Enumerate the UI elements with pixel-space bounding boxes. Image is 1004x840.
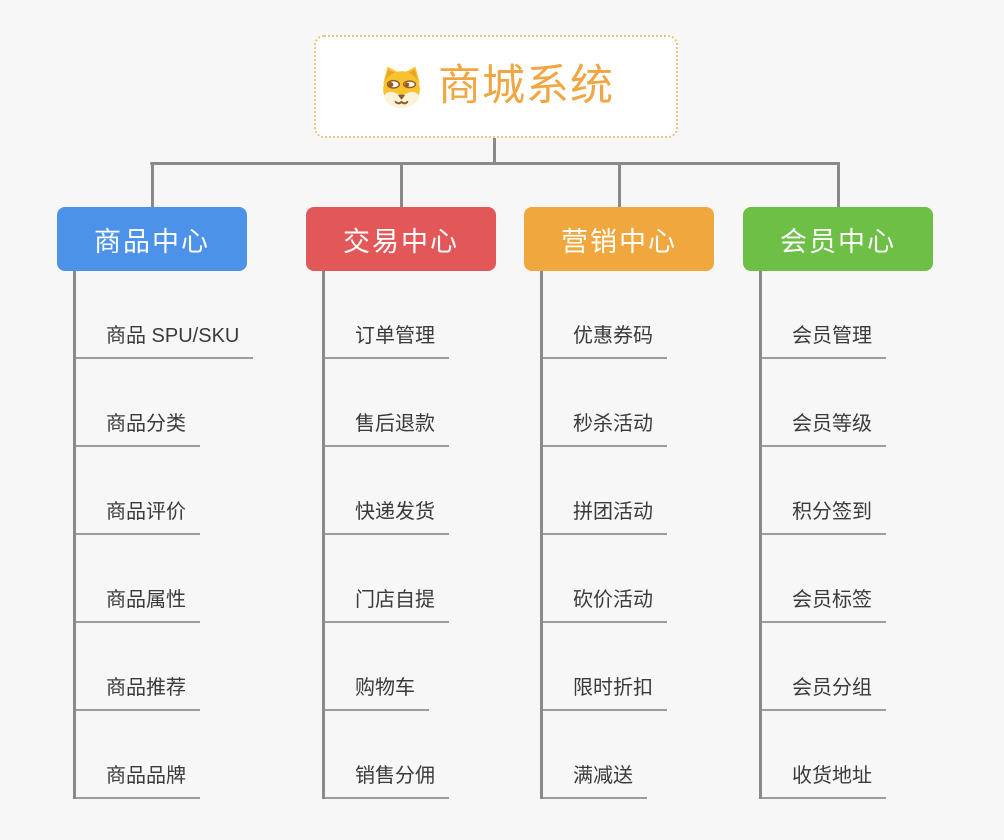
- leaf-list-trade-center: 订单管理售后退款快递发货门店自提购物车销售分佣: [322, 271, 449, 799]
- leaf-node[interactable]: 积分签到: [762, 501, 886, 535]
- branch-node-trade-center[interactable]: 交易中心: [306, 207, 496, 271]
- leaf-row: 快递发货: [325, 447, 449, 535]
- connector-drop-marketing-center: [617, 162, 621, 207]
- leaf-node[interactable]: 快递发货: [325, 501, 449, 535]
- leaf-row: 购物车: [325, 623, 449, 711]
- leaf-node[interactable]: 购物车: [325, 677, 429, 711]
- connector-root-stem: [493, 138, 496, 165]
- leaf-row: 会员管理: [762, 271, 886, 359]
- leaf-row: 商品属性: [76, 535, 253, 623]
- leaf-node[interactable]: 限时折扣: [543, 677, 667, 711]
- leaf-row: 优惠券码: [543, 271, 667, 359]
- connector-drop-product-center: [150, 162, 154, 207]
- leaf-node[interactable]: 会员等级: [762, 413, 886, 447]
- connector-drop-member-center: [836, 162, 840, 207]
- leaf-row: 会员分组: [762, 623, 886, 711]
- leaf-node[interactable]: 商品品牌: [76, 765, 200, 799]
- leaf-row: 砍价活动: [543, 535, 667, 623]
- leaf-node[interactable]: 会员管理: [762, 325, 886, 359]
- leaf-node[interactable]: 销售分佣: [325, 765, 449, 799]
- connector-drop-trade-center: [399, 162, 403, 207]
- leaf-list-product-center: 商品 SPU/SKU 商品分类商品评价商品属性商品推荐商品品牌: [73, 271, 254, 799]
- leaf-node[interactable]: 会员分组: [762, 677, 886, 711]
- leaf-node[interactable]: 收货地址: [762, 765, 886, 799]
- leaf-node[interactable]: 拼团活动: [543, 501, 667, 535]
- branch-node-product-center[interactable]: 商品中心: [57, 207, 247, 271]
- leaf-row: 拼团活动: [543, 447, 667, 535]
- connector-bus: [150, 162, 840, 165]
- leaf-row: 会员等级: [762, 359, 886, 447]
- leaf-node[interactable]: 售后退款: [325, 413, 449, 447]
- branch-node-member-center[interactable]: 会员中心: [743, 207, 933, 271]
- branch-node-marketing-center[interactable]: 营销中心: [524, 207, 714, 271]
- leaf-row: 商品 SPU/SKU: [76, 271, 254, 359]
- leaf-node[interactable]: 商品评价: [76, 501, 200, 535]
- leaf-node[interactable]: 商品分类: [76, 413, 200, 447]
- leaf-row: 销售分佣: [325, 711, 449, 799]
- leaf-row: 商品分类: [76, 359, 253, 447]
- leaf-node[interactable]: 砍价活动: [543, 589, 667, 623]
- leaf-row: 满减送: [543, 711, 667, 799]
- root-node[interactable]: 商城系统: [314, 35, 678, 138]
- leaf-node[interactable]: 优惠券码: [543, 325, 667, 359]
- leaf-list-marketing-center: 优惠券码秒杀活动拼团活动砍价活动限时折扣满减送: [540, 271, 667, 799]
- leaf-node[interactable]: 商品 SPU/SKU: [76, 325, 254, 359]
- leaf-node[interactable]: 订单管理: [325, 325, 449, 359]
- leaf-row: 收货地址: [762, 711, 886, 799]
- leaf-node[interactable]: 商品推荐: [76, 677, 200, 711]
- leaf-node[interactable]: 会员标签: [762, 589, 886, 623]
- leaf-row: 会员标签: [762, 535, 886, 623]
- leaf-node[interactable]: 满减送: [543, 765, 647, 799]
- leaf-node[interactable]: 门店自提: [325, 589, 449, 623]
- leaf-row: 限时折扣: [543, 623, 667, 711]
- leaf-row: 售后退款: [325, 359, 449, 447]
- leaf-row: 商品品牌: [76, 711, 253, 799]
- leaf-row: 商品评价: [76, 447, 253, 535]
- dog-icon: [383, 66, 420, 108]
- leaf-node[interactable]: 商品属性: [76, 589, 200, 623]
- root-title: 商城系统: [438, 62, 614, 110]
- leaf-row: 订单管理: [325, 271, 449, 359]
- leaf-row: 门店自提: [325, 535, 449, 623]
- leaf-row: 商品推荐: [76, 623, 253, 711]
- leaf-list-member-center: 会员管理会员等级积分签到会员标签会员分组收货地址: [759, 271, 886, 799]
- leaf-node[interactable]: 秒杀活动: [543, 413, 667, 447]
- leaf-row: 秒杀活动: [543, 359, 667, 447]
- leaf-row: 积分签到: [762, 447, 886, 535]
